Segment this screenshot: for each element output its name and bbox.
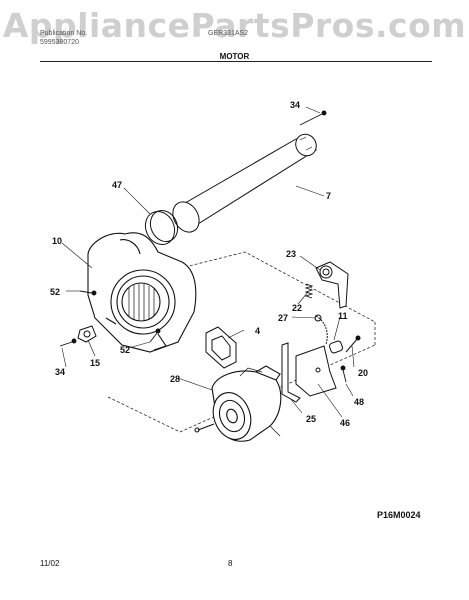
tension-spring	[304, 283, 314, 299]
screw-48	[340, 365, 347, 383]
callout-34-screw-top: 34	[290, 100, 301, 110]
screw-52-bottom	[149, 328, 161, 343]
watermark-text: AppliancePartsPros.com	[2, 6, 467, 45]
callout-10-housing: 10	[52, 236, 63, 246]
callout-4-pad: 4	[255, 326, 261, 336]
idler-arm	[281, 342, 301, 403]
callout-27: 27	[278, 313, 289, 323]
callout-25: 25	[306, 414, 317, 424]
idler-pulley-bracket	[314, 314, 361, 354]
callout-46: 46	[340, 418, 351, 428]
callout-11: 11	[338, 311, 348, 321]
motor-mount-pad	[205, 326, 237, 369]
motor-bracket	[295, 345, 337, 397]
exhaust-duct	[172, 133, 317, 233]
callout-20: 20	[358, 368, 369, 378]
leader-lines	[61, 106, 355, 418]
callout-7-duct: 7	[326, 191, 332, 201]
model-number: GER331AS2	[208, 30, 249, 37]
screw-left	[59, 338, 77, 347]
publication-number: 5995380720	[40, 39, 79, 46]
callout-28-motor: 28	[170, 374, 181, 384]
duct-clamp	[144, 209, 179, 246]
callout-52-bottom: 52	[120, 345, 131, 355]
page-number: 8	[228, 559, 233, 568]
footer-date: 11/02	[40, 559, 60, 568]
header-rule	[40, 61, 432, 62]
callout-34-left: 34	[55, 367, 66, 377]
idler-part	[77, 325, 97, 343]
callout-47-clamp: 47	[112, 180, 123, 190]
blower-housing	[87, 232, 197, 353]
publication-label: Publication No.	[40, 30, 88, 37]
callout-22-spring: 22	[292, 303, 303, 313]
diagram-code: P16M0024	[377, 510, 421, 520]
drive-motor	[194, 365, 282, 442]
callout-52-left: 52	[50, 287, 61, 297]
screw-top	[299, 110, 327, 126]
section-title: MOTOR	[219, 52, 250, 61]
belt-switch	[315, 261, 349, 309]
callout-15: 15	[90, 358, 101, 368]
callout-48: 48	[354, 397, 365, 407]
callout-23-switch: 23	[286, 249, 297, 259]
screw-52-left	[79, 290, 97, 296]
